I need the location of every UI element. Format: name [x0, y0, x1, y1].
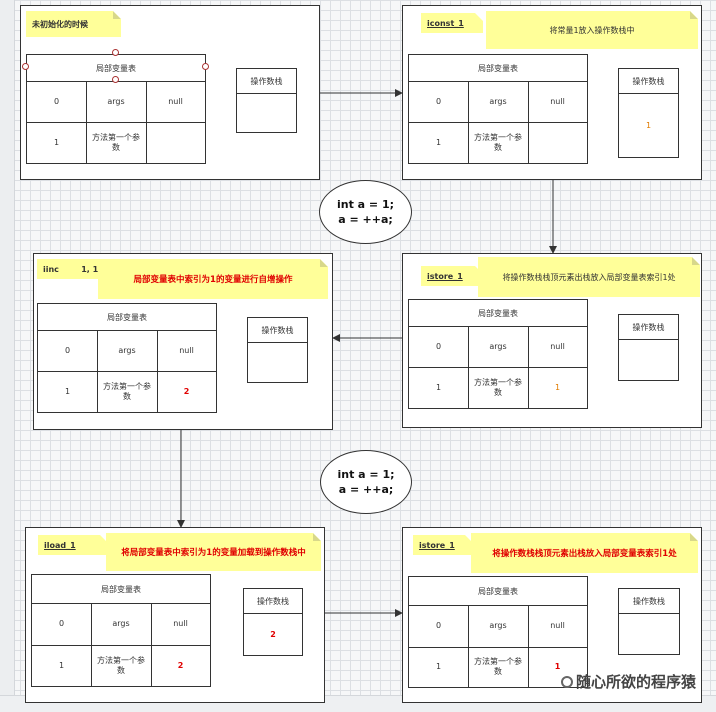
- slot-0-index: 0: [58, 619, 65, 628]
- operand-stack-value: 2: [270, 629, 276, 639]
- selection-handle[interactable]: [22, 63, 29, 70]
- panel-istore-first: istore_1 将操作数栈栈顶元素出栈放入局部变量表索引1处 局部变量表 0 …: [402, 253, 702, 428]
- slot-0-value: null: [550, 96, 565, 106]
- panel-iload-title: iload_1: [38, 535, 108, 555]
- panel-init: 未初始化的时候 局部变量表 0 args null 1 方法第一个参数 操作数栈: [20, 5, 320, 180]
- table-header: 局部变量表: [409, 577, 587, 606]
- operand-stack: 操作数栈 1: [618, 68, 679, 158]
- slot-1-name: 方法第一个参数: [103, 381, 151, 401]
- panel-istore-first-title: istore_1: [421, 266, 483, 286]
- slot-1-value: 1: [554, 662, 561, 671]
- slot-1-value: 2: [183, 386, 190, 396]
- panel-iconst-desc: 将常量1放入操作数栈中: [486, 11, 698, 49]
- slot-0-index: 0: [435, 621, 442, 630]
- slot-0-name: args: [489, 341, 507, 351]
- operand-stack-header: 操作数栈: [248, 318, 307, 343]
- panel-istore-second-desc: 将操作数栈栈顶元素出栈放入局部变量表索引1处: [471, 533, 698, 573]
- selection-handle[interactable]: [202, 63, 209, 70]
- code-ellipse: int a = 1; a = ++a;: [319, 180, 412, 244]
- local-variable-table: 局部变量表 0 args null 1 方法第一个参数: [408, 54, 588, 164]
- panel-iload: iload_1 将局部变量表中索引为1的变量加载到操作数栈中 局部变量表 0 a…: [25, 527, 325, 703]
- panel-iload-desc: 将局部变量表中索引为1的变量加载到操作数栈中: [106, 533, 321, 571]
- selection-handle[interactable]: [112, 49, 119, 56]
- panel-istore-first-desc: 将操作数栈栈顶元素出栈放入局部变量表索引1处: [478, 257, 700, 297]
- local-variable-table: 局部变量表 0 args null 1 方法第一个参数: [26, 54, 206, 164]
- panel-iconst: iconst_1 将常量1放入操作数栈中 局部变量表 0 args null 1…: [402, 5, 702, 180]
- slot-0-value: null: [550, 341, 565, 351]
- slot-1-value: [528, 122, 587, 163]
- table-header: 局部变量表: [38, 304, 216, 331]
- slot-0-name: args: [112, 619, 130, 628]
- slot-0-value: null: [173, 619, 188, 628]
- slot-1-name: 方法第一个参数: [97, 655, 145, 675]
- slot-1-value: 1: [554, 382, 561, 392]
- slot-0-index: 0: [53, 96, 60, 106]
- watermark: 随心所欲的程序猿: [560, 671, 696, 692]
- selection-handle[interactable]: [112, 76, 119, 83]
- slot-0-name: args: [489, 96, 507, 106]
- slot-1-value: 2: [177, 660, 184, 670]
- slot-1-name: 方法第一个参数: [474, 132, 522, 152]
- local-variable-table: 局部变量表 0 args null 1 方法第一个参数 2: [37, 303, 217, 413]
- panel-istore-second-title: istore_1: [413, 535, 473, 555]
- local-variable-table: 局部变量表 0 args null 1 方法第一个参数 1: [408, 576, 588, 688]
- slot-0-index: 0: [435, 341, 442, 351]
- panel-init-title: 未初始化的时候: [26, 11, 121, 37]
- slot-1-name: 方法第一个参数: [474, 377, 522, 397]
- slot-0-name: args: [118, 345, 136, 355]
- slot-1-index: 1: [435, 382, 442, 392]
- table-header: 局部变量表: [32, 575, 210, 604]
- table-header: 局部变量表: [409, 300, 587, 327]
- operand-stack-header: 操作数栈: [619, 315, 678, 340]
- operand-stack: 操作数栈: [247, 317, 308, 383]
- operand-stack: 操作数栈: [618, 588, 680, 655]
- slot-0-name: args: [107, 96, 125, 106]
- local-variable-table: 局部变量表 0 args null 1 方法第一个参数 2: [31, 574, 211, 687]
- code-line-2: a = ++a;: [338, 483, 394, 496]
- operand-stack-value: 1: [645, 120, 652, 130]
- code-ellipse: int a = 1; a = ++a;: [320, 450, 412, 514]
- slot-1-name: 方法第一个参数: [92, 132, 140, 152]
- panel-iinc-title: iinc 1, 1: [37, 259, 112, 279]
- slot-1-value: [146, 122, 205, 163]
- slot-1-index: 1: [53, 137, 60, 147]
- operand-stack-header: 操作数栈: [619, 589, 679, 614]
- slot-0-name: args: [489, 621, 507, 630]
- watermark-logo-icon: [560, 675, 573, 688]
- operand-stack: 操作数栈 2: [243, 588, 303, 656]
- slot-0-value: null: [179, 345, 194, 355]
- panel-iconst-title: iconst_1: [421, 13, 483, 33]
- slot-0-value: null: [550, 621, 565, 630]
- panel-iinc-desc: 局部变量表中索引为1的变量进行自增操作: [98, 259, 328, 299]
- slot-0-index: 0: [435, 96, 442, 106]
- slot-0-value: null: [168, 96, 183, 106]
- slot-1-index: 1: [435, 137, 442, 147]
- slot-1-index: 1: [58, 660, 65, 670]
- operand-stack-header: 操作数栈: [244, 589, 302, 614]
- left-scrollbar[interactable]: [0, 0, 15, 712]
- operand-stack-header: 操作数栈: [237, 69, 296, 94]
- operand-stack: 操作数栈: [618, 314, 679, 381]
- operand-stack: 操作数栈: [236, 68, 297, 133]
- slot-1-index: 1: [435, 662, 442, 671]
- code-line-1: int a = 1;: [337, 468, 395, 481]
- slot-0-index: 0: [64, 345, 71, 355]
- slot-1-index: 1: [64, 386, 71, 396]
- code-line-1: int a = 1;: [336, 198, 395, 211]
- slot-1-name: 方法第一个参数: [474, 657, 522, 676]
- table-header: 局部变量表: [409, 55, 587, 82]
- local-variable-table: 局部变量表 0 args null 1 方法第一个参数 1: [408, 299, 588, 409]
- panel-istore-second: istore_1 将操作数栈栈顶元素出栈放入局部变量表索引1处 局部变量表 0 …: [402, 527, 702, 703]
- panel-iinc: iinc 1, 1 局部变量表中索引为1的变量进行自增操作 局部变量表 0 ar…: [33, 253, 333, 430]
- code-line-2: a = ++a;: [338, 213, 393, 226]
- operand-stack-header: 操作数栈: [619, 69, 678, 94]
